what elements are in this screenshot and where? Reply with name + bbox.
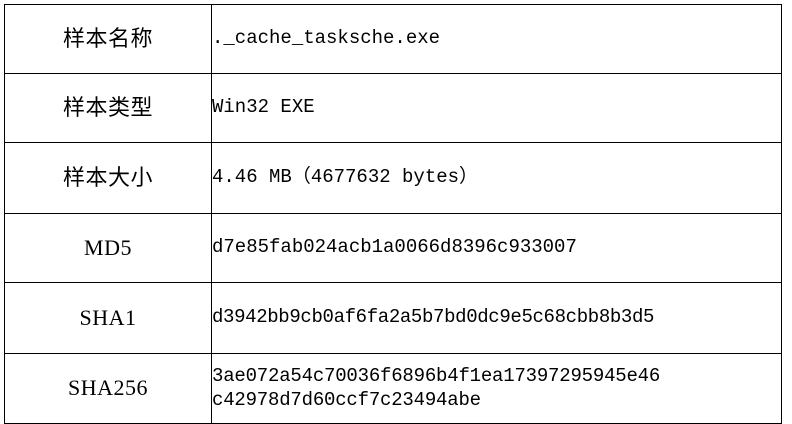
table-row-sha256: SHA256 3ae072a54c70036f6896b4f1ea1739729… bbox=[4, 353, 782, 424]
row-label-md5: MD5 bbox=[4, 213, 212, 283]
row-label-sha256: SHA256 bbox=[4, 353, 212, 424]
row-value-md5: d7e85fab024acb1a0066d8396c933007 bbox=[211, 213, 782, 283]
sample-info-table: 样本名称 ._cache_tasksche.exe 样本类型 Win32 EXE… bbox=[4, 4, 782, 424]
table-row-md5: MD5 d7e85fab024acb1a0066d8396c933007 bbox=[4, 213, 782, 283]
table-row-sample-size: 样本大小 4.46 MB（4677632 bytes） bbox=[4, 142, 782, 214]
row-value-sample-type: Win32 EXE bbox=[211, 73, 782, 143]
row-label-sha1: SHA1 bbox=[4, 282, 212, 354]
table-row-sample-type: 样本类型 Win32 EXE bbox=[4, 73, 782, 143]
row-value-sha256-line-2: c42978d7d60ccf7c23494abe bbox=[212, 388, 481, 411]
row-value-sample-size: 4.46 MB（4677632 bytes） bbox=[211, 142, 782, 214]
row-value-sha256: 3ae072a54c70036f6896b4f1ea17397295945e46… bbox=[211, 353, 782, 424]
row-value-sha1: d3942bb9cb0af6fa2a5b7bd0dc9e5c68cbb8b3d5 bbox=[211, 282, 782, 354]
table-body: 样本名称 ._cache_tasksche.exe 样本类型 Win32 EXE… bbox=[4, 4, 782, 424]
row-label-sample-type: 样本类型 bbox=[4, 73, 212, 143]
table-row-sample-name: 样本名称 ._cache_tasksche.exe bbox=[4, 4, 782, 74]
row-value-sha256-line-1: 3ae072a54c70036f6896b4f1ea17397295945e46 bbox=[212, 364, 661, 387]
row-label-sample-size: 样本大小 bbox=[4, 142, 212, 214]
row-value-sample-name: ._cache_tasksche.exe bbox=[211, 4, 782, 74]
table-row-sha1: SHA1 d3942bb9cb0af6fa2a5b7bd0dc9e5c68cbb… bbox=[4, 282, 782, 354]
row-label-sample-name: 样本名称 bbox=[4, 4, 212, 74]
